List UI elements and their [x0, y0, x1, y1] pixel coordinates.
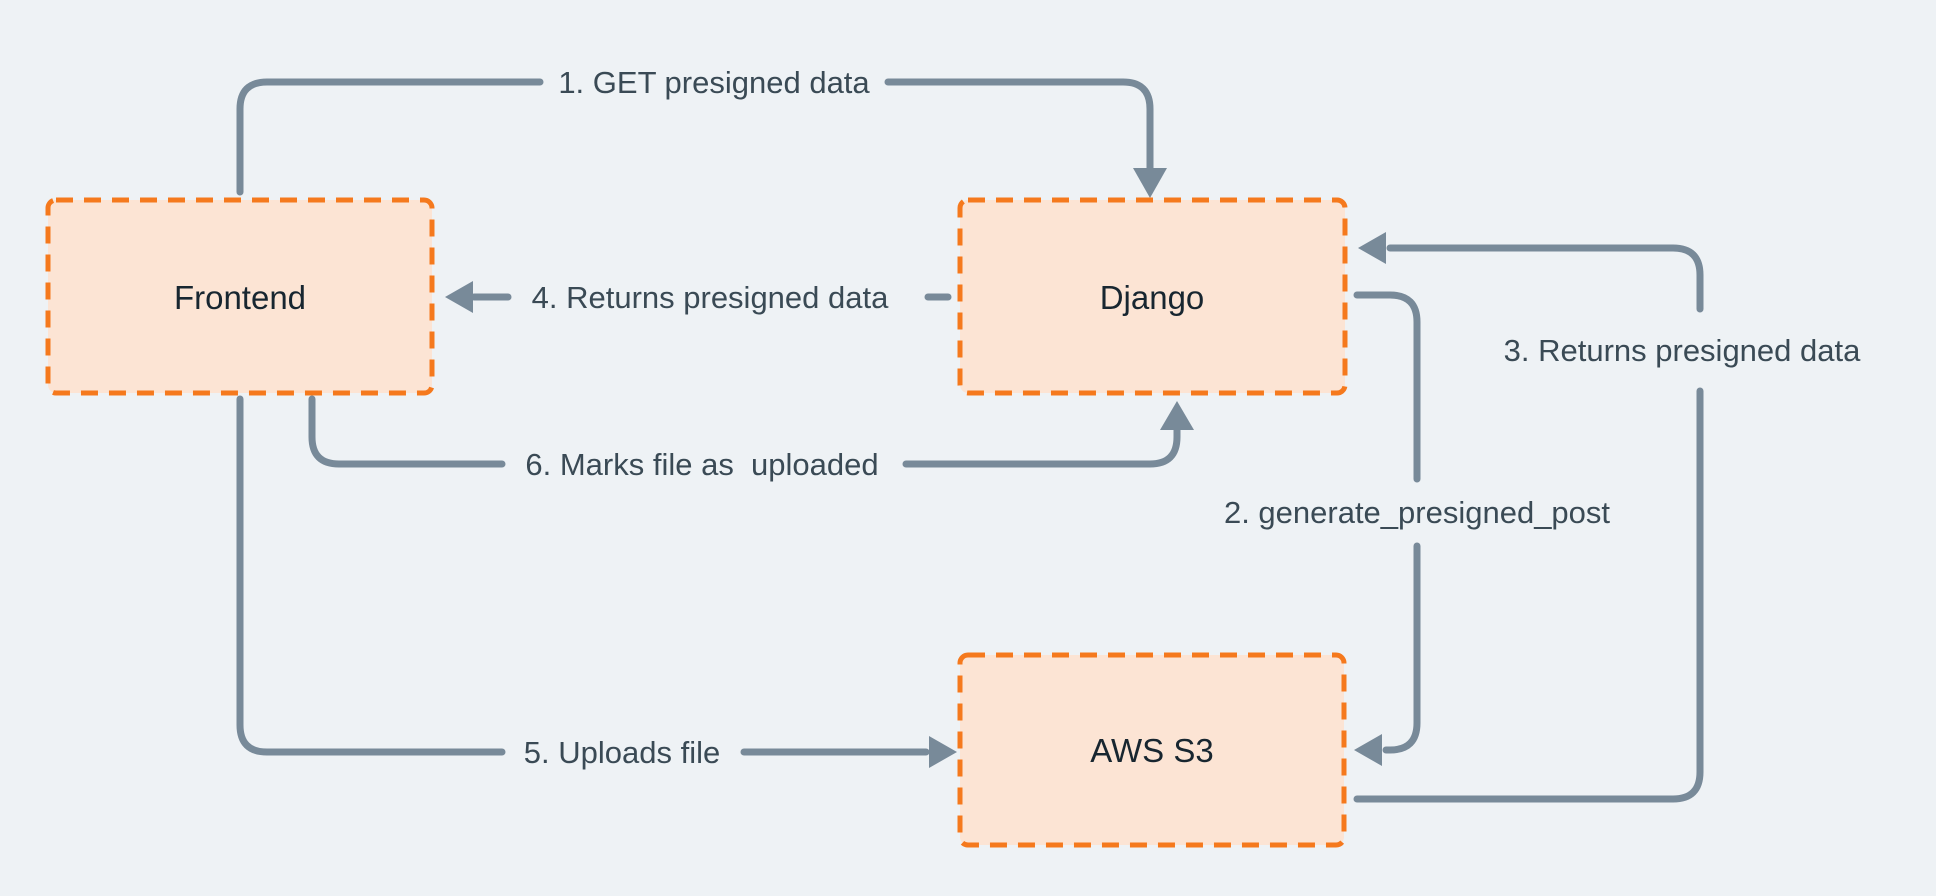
edge-5-path-left: [236, 395, 506, 756]
edge-4-label: 4. Returns presigned data: [532, 280, 889, 315]
node-frontend-label: Frontend: [174, 279, 306, 316]
edge-3-label: 3. Returns presigned data: [1504, 333, 1861, 368]
edge-2-arrowhead-left: [1354, 734, 1382, 766]
edge-6-marks-file-uploaded: 6. Marks file as uploaded: [308, 395, 1194, 482]
node-aws-s3-box: [957, 652, 1347, 848]
edge-2-generate-presigned-post: 2. generate_presigned_post: [1224, 291, 1610, 766]
node-django: Django: [957, 197, 1348, 396]
edge-2-label: 2. generate_presigned_post: [1224, 495, 1610, 530]
edge-1-label: 1. GET presigned data: [558, 65, 870, 100]
edge-5-uploads-file: 5. Uploads file: [236, 395, 957, 770]
edge-1-arrowhead-down: [1133, 168, 1167, 198]
edge-3-path-bottom: [1353, 387, 1704, 803]
edge-2-path-top: [1353, 291, 1421, 483]
edge-6-arrowhead-up: [1160, 401, 1194, 430]
edge-5-label: 5. Uploads file: [524, 735, 720, 770]
edge-2-path-bottom: [1382, 542, 1421, 754]
node-frontend: Frontend: [45, 197, 435, 396]
edge-4-returns-presigned-data: 4. Returns presigned data: [445, 280, 952, 315]
node-aws-s3-label: AWS S3: [1090, 732, 1213, 769]
edge-3-path-top: [1386, 244, 1704, 313]
edge-3-returns-presigned-data: 3. Returns presigned data: [1353, 232, 1861, 803]
edge-6-label: 6. Marks file as uploaded: [525, 447, 878, 482]
node-django-box: [957, 197, 1348, 396]
node-frontend-box: [45, 197, 435, 396]
edge-1-path-left: [236, 78, 544, 196]
edge-1-path-right: [884, 78, 1154, 172]
edge-1-get-presigned-data: 1. GET presigned data: [236, 65, 1167, 198]
edge-3-arrowhead-left: [1358, 232, 1386, 264]
edge-6-path-right: [902, 425, 1181, 468]
edge-4-arrowhead-left: [445, 281, 473, 313]
node-django-label: Django: [1100, 279, 1205, 316]
edge-6-path-left: [308, 395, 506, 468]
node-aws-s3: AWS S3: [957, 652, 1347, 848]
edge-5-arrowhead-right: [929, 736, 957, 768]
